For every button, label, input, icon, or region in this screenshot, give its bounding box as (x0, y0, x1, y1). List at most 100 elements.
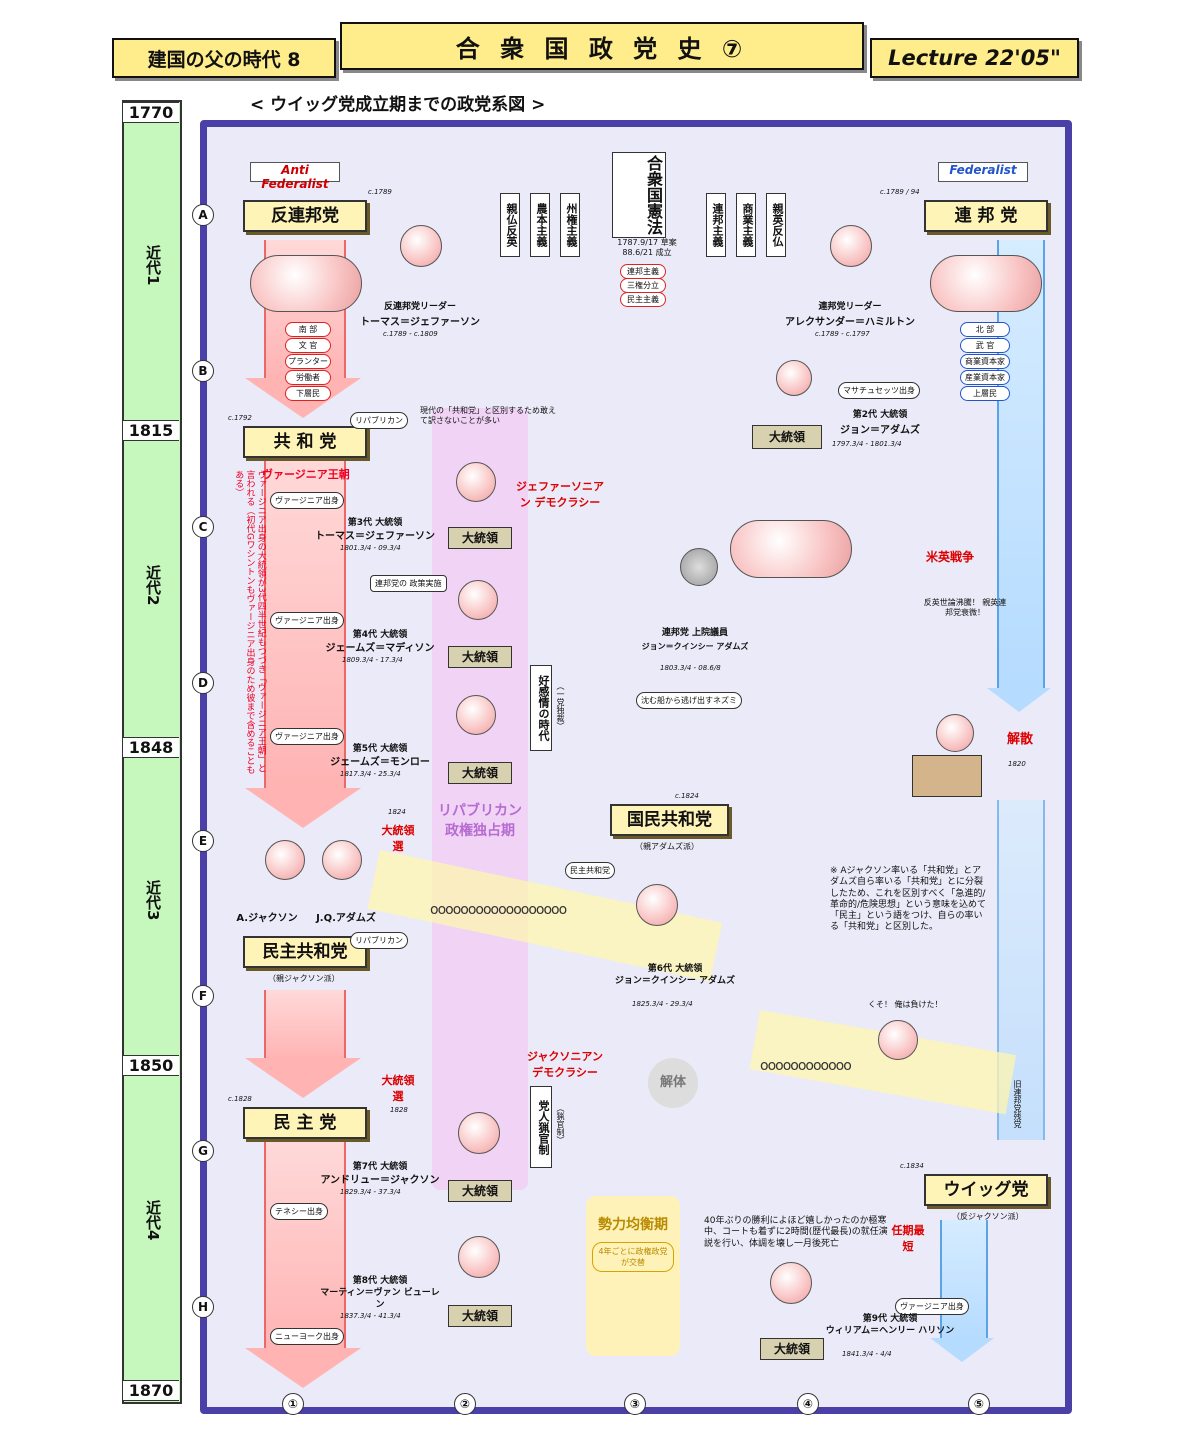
adams-name: ジョン＝アダムズ (840, 425, 920, 436)
shortest-term-burst: 任期最短 (891, 1224, 925, 1253)
anti-federalist-party-plaque: 反連邦党 (243, 200, 367, 232)
jacksonian-democracy: ジャクソニアン デモクラシー (526, 1050, 603, 1079)
rat-figure (680, 548, 718, 586)
jeffersonian-democracy: ジェファーソニアン デモクラシー (516, 480, 604, 509)
madison-ord: 第4代 大統領 (352, 630, 408, 640)
whig-party-plaque: ウイッグ党 (924, 1174, 1048, 1206)
lecture-banner: Lecture 22'05" (870, 38, 1079, 78)
fed-flow-arrow (997, 240, 1045, 690)
jq-adams-ord: 第6代 大統領 (647, 964, 703, 974)
principle-3: 民主主義 (620, 292, 666, 307)
democratic-flow-arrow (264, 1140, 346, 1350)
right-sign-3: 親英反仏 (766, 193, 786, 257)
jackson-label: A.ジャクソン (236, 913, 298, 924)
year-1770: 1770 (123, 102, 179, 123)
whig-flow-arrow (940, 1220, 988, 1340)
left-sign-2: 農本主義 (530, 193, 550, 257)
adams-pedestal: 大統領 (752, 425, 822, 449)
row-marker-h: H (192, 1296, 214, 1318)
us-uk-war-burst: 米英戦争 (925, 550, 974, 564)
split-note: ※ Aジャクソン率いる「共和党」とアダムズ自ら率いる「共和党」とに分裂したため、… (830, 866, 987, 933)
democratic-republican-plaque: 民主共和党 (243, 936, 367, 968)
rat-crowd (730, 520, 852, 578)
dem-rep-flow-arrow (264, 990, 346, 1060)
breakup-badge: 解体 (648, 1058, 698, 1108)
balance-note: 4年ごとに政権政党が交替 (592, 1242, 674, 1272)
row-marker-b: B (192, 360, 214, 382)
republican-monopoly-label: リパブリカン 政権独占期 (438, 803, 522, 839)
hamilton-leader-dates: c.1789 - c.1797 (815, 330, 870, 338)
jefferson-leader-role: 反連邦党リーダー (383, 302, 456, 312)
constitution-sign: 合衆国憲法 (612, 152, 666, 238)
era-1: 近代1 (144, 245, 162, 286)
republican-date: c.1792 (228, 414, 252, 422)
rat-caption: 沈む船から逃げ出すネズミ (636, 692, 742, 709)
jq-adams-term: 1825.3/4 - 29.3/4 (632, 1000, 693, 1008)
national-rep-bubble: 民主共和党 (565, 862, 615, 879)
row-marker-d: D (192, 672, 214, 694)
fed-crowd (930, 255, 1042, 312)
jackson-figure (265, 840, 305, 880)
national-republican-plaque: 国民共和党 (610, 804, 729, 836)
jqadams-figure (322, 840, 362, 880)
democratic-date: c.1828 (228, 1095, 252, 1103)
democratic-party-plaque: 民 主 党 (243, 1107, 367, 1139)
jefferson-term: 1801.3/4 - 09.3/4 (340, 544, 401, 552)
van-buren-origin: ニューヨーク出身 (270, 1328, 344, 1345)
balance-period-box: 勢力均衡期 4年ごとに政権政党が交替 (586, 1196, 680, 1356)
virginia-note: ヴァージニア出身の大統領が3代四半世紀もつづき「ヴァージニア王朝」と言われる（初… (233, 470, 266, 774)
anti-federalist-sign: Anti Federalist (250, 162, 340, 191)
spoils-sign: 党人猟官制 (530, 1086, 552, 1168)
left-sign-1: 親仏反英 (500, 193, 520, 257)
adams-term: 1797.3/4 - 1801.3/4 (832, 440, 902, 448)
col-marker-5: ⑤ (968, 1393, 990, 1415)
anti-fed-date: c.1789 (368, 188, 392, 196)
monroe-figure (456, 695, 496, 735)
hamilton-leader-name: アレクサンダー＝ハミルトン (785, 317, 915, 328)
jq-adams-pres-figure (636, 884, 678, 926)
jq-adams-name: ジョン＝クインシー アダムズ (614, 976, 736, 986)
madison-pedestal: 大統領 (448, 646, 512, 668)
van-buren-term: 1837.3/4 - 41.3/4 (340, 1312, 401, 1320)
row-marker-g: G (192, 1140, 214, 1162)
era-3: 近代3 (144, 880, 162, 921)
anti-fed-support-4: 労働者 (285, 370, 331, 385)
principle-2: 三権分立 (620, 278, 666, 293)
good-feelings-sign: 好感情の時代 (530, 665, 552, 751)
madison-term: 1809.3/4 - 17.3/4 (342, 656, 403, 664)
col-marker-1: ① (282, 1393, 304, 1415)
whig-date: c.1834 (900, 1162, 924, 1170)
republican-bubble: リパブリカン (350, 412, 408, 429)
republican-monopoly-band (432, 408, 528, 1190)
anti-fed-support-5: 下層民 (285, 386, 331, 401)
republican-party-plaque: 共 和 党 (243, 426, 367, 458)
era-4: 近代4 (144, 1200, 162, 1241)
jackson-pres-figure (458, 1112, 500, 1154)
van-buren-figure (458, 1236, 500, 1278)
fed-support-5: 上層民 (960, 386, 1010, 401)
section-title: < ウイッグ党成立期までの政党系図 > (250, 95, 546, 115)
fed-support-2: 武 官 (960, 338, 1010, 353)
jefferson-pedestal: 大統領 (448, 527, 512, 549)
jefferson-leader-figure (400, 225, 442, 267)
monroe-origin: ヴァージニア出身 (270, 728, 344, 745)
van-buren-pedestal: 大統領 (448, 1305, 512, 1327)
adams-origin: マサチュセッツ出身 (838, 382, 920, 399)
van-buren-ord: 第8代 大統領 (352, 1276, 408, 1286)
harrison-origin: ヴァージニア出身 (895, 1298, 969, 1315)
balance-label: 勢力均衡期 (598, 1217, 668, 1233)
principle-1: 連邦主義 (620, 264, 666, 279)
jackson-origin: テネシー出身 (270, 1203, 328, 1220)
anti-fed-support-3: プランター (285, 354, 331, 369)
anti-fed-support-1: 南 部 (285, 322, 331, 337)
harrison-note: 40年ぶりの勝利によほど嬉しかったのか極寒中、コートも着ずに2時間(歴代最長)の… (704, 1216, 888, 1249)
fed-policy-label: 連邦党の 政策実施 (370, 575, 447, 592)
whig-anger: くそ！ 俺は負けた！ (868, 1000, 943, 1009)
senator-term: 1803.3/4 - 08.6/8 (660, 664, 721, 672)
harrison-pedestal: 大統領 (760, 1338, 824, 1360)
jefferson-ord: 第3代 大統領 (347, 518, 403, 528)
virginia-dynasty-label: ヴァージニア王朝 (262, 468, 350, 481)
jackson-term: 1829.3/4 - 37.3/4 (340, 1188, 401, 1196)
year-1815: 1815 (123, 420, 179, 441)
dem-rep-arrow-tip (245, 1058, 361, 1098)
